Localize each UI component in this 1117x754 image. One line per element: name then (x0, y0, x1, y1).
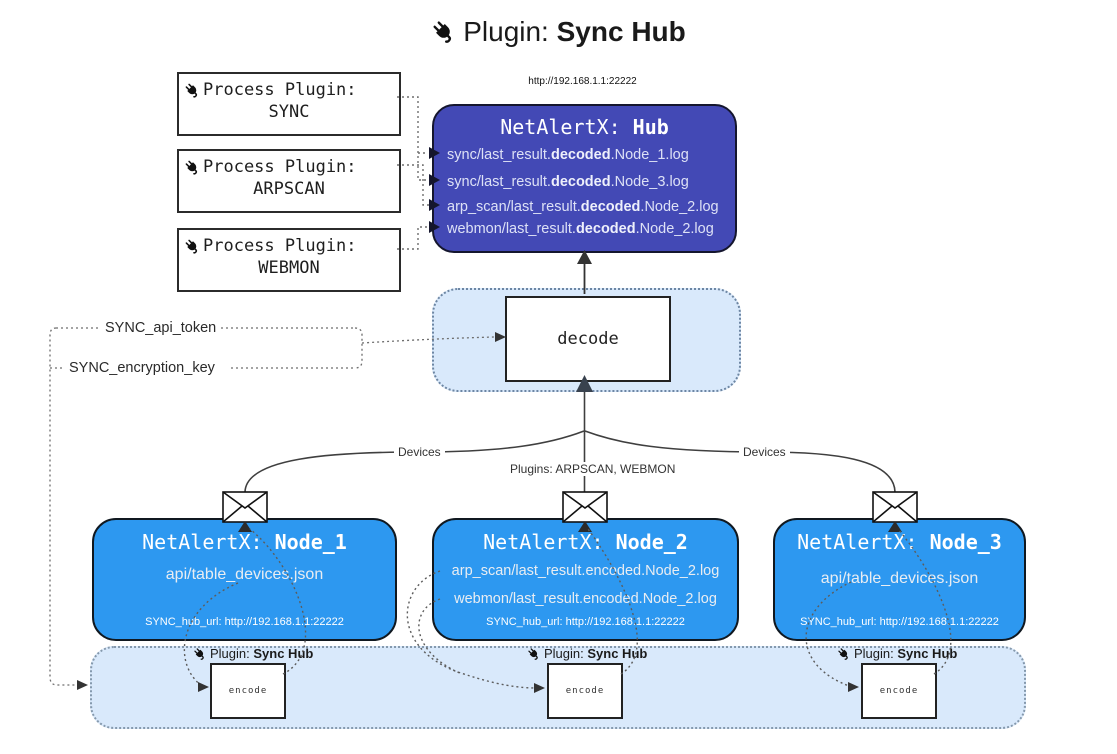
hub-log-line: sync/last_result.decoded.Node_1.log (447, 147, 689, 163)
node-line: api/table_devices.json (820, 570, 979, 587)
encryption-key-label: SYNC_encryption_key (67, 360, 217, 376)
encode-box-2: encode (547, 663, 623, 719)
hub-log-line: webmon/last_result.decoded.Node_2.log (447, 221, 714, 237)
plug-icon (184, 237, 201, 254)
encode-box-1: encode (210, 663, 286, 719)
hub-url-label: http://192.168.1.1:22222 (528, 76, 637, 87)
devices-label-left: Devices (394, 445, 445, 459)
api-token-label: SYNC_api_token (103, 320, 219, 336)
node-box-3: NetAlertX: Node_3 api/table_devices.json… (773, 518, 1026, 641)
page-title: Plugin: Sync Hub (0, 16, 1117, 48)
encode-box-3: encode (861, 663, 937, 719)
process-plugin-label: Process Plugin: (203, 80, 357, 100)
process-plugin-box-sync: Process Plugin: SYNC (177, 72, 401, 136)
plug-icon (184, 158, 201, 175)
page-title-prefix: Plugin: (463, 16, 557, 47)
decode-box: decode (505, 296, 671, 382)
plug-icon (837, 646, 851, 660)
node-line: arp_scan/last_result.encoded.Node_2.log (451, 563, 720, 579)
node-title: NetAlertX: Node_2 (483, 530, 688, 554)
hub-box: NetAlertX: Hub sync/last_result.decoded.… (432, 104, 737, 253)
hub-title: NetAlertX: Hub (500, 115, 669, 139)
encode-container-arrowhead (77, 680, 88, 690)
node-title: NetAlertX: Node_3 (797, 530, 1002, 554)
plug-icon (431, 19, 457, 44)
node-hub-url: SYNC_hub_url: http://192.168.1.1:22222 (486, 616, 685, 628)
encode-plugin-label: Plugin: Sync Hub (193, 646, 313, 661)
process-plugin-name: WEBMON (258, 258, 320, 278)
encode-plugin-label: Plugin: Sync Hub (527, 646, 647, 661)
node-line: api/table_devices.json (165, 566, 324, 583)
node-hub-url: SYNC_hub_url: http://192.168.1.1:22222 (145, 616, 344, 628)
process-plugin-label: Process Plugin: (203, 157, 357, 177)
node-hub-url: SYNC_hub_url: http://192.168.1.1:22222 (800, 616, 999, 628)
devices-label-right: Devices (739, 445, 790, 459)
node-box-1: NetAlertX: Node_1 api/table_devices.json… (92, 518, 397, 641)
encode-plugin-label: Plugin: Sync Hub (837, 646, 957, 661)
plug-icon (193, 646, 207, 660)
node-box-2: NetAlertX: Node_2 arp_scan/last_result.e… (432, 518, 739, 641)
plug-icon (527, 646, 541, 660)
process-plugin-box-webmon: Process Plugin: WEBMON (177, 228, 401, 292)
hub-log-line: arp_scan/last_result.decoded.Node_2.log (447, 199, 719, 215)
process-plugin-box-arpscan: Process Plugin: ARPSCAN (177, 149, 401, 213)
plugin-connectors (397, 96, 429, 250)
process-plugin-label: Process Plugin: (203, 236, 357, 256)
hub-log-line: sync/last_result.decoded.Node_3.log (447, 174, 689, 190)
process-plugin-name: ARPSCAN (253, 179, 325, 199)
node-line: webmon/last_result.encoded.Node_2.log (454, 591, 717, 607)
process-plugin-name: SYNC (268, 102, 310, 122)
plug-icon (184, 81, 201, 98)
node-title: NetAlertX: Node_1 (142, 530, 347, 554)
page-title-bold: Sync Hub (556, 16, 686, 47)
plugins-label: Plugins: ARPSCAN, WEBMON (506, 462, 680, 476)
node-to-decode-curves (244, 388, 896, 493)
